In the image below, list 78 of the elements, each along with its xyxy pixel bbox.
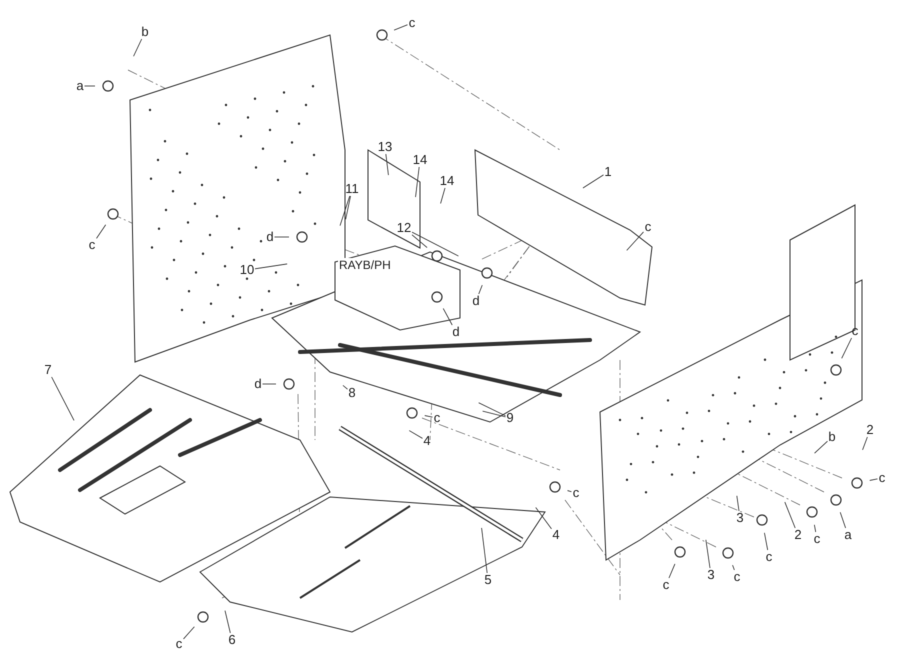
callout-number: c: [812, 532, 822, 546]
leader-line: [342, 384, 348, 390]
callout-number: 5: [484, 573, 492, 587]
leader-line: [408, 430, 423, 439]
callout-number: 9: [506, 411, 514, 425]
leader-line: [567, 490, 572, 492]
leader-line: [133, 38, 142, 57]
callout-number: 14: [439, 174, 455, 188]
leader-line: [412, 234, 428, 248]
callout-number: 1: [604, 165, 612, 179]
callout-number: c: [662, 578, 670, 592]
callout-number: c: [764, 550, 774, 564]
leader-line: [442, 308, 453, 326]
callout-number: a: [844, 528, 852, 542]
leader-line: [254, 264, 288, 270]
callout-number: d: [254, 377, 262, 391]
callout-number: c: [432, 411, 442, 425]
callout-number: c: [572, 486, 580, 500]
callout-number: a: [76, 79, 84, 93]
leader-line: [340, 196, 350, 226]
callout-number: d: [452, 325, 460, 339]
callout-number: 10: [239, 263, 255, 277]
connector-label: RAYB/PH: [338, 258, 392, 272]
callout-number: d: [472, 294, 480, 308]
leader-line: [482, 410, 506, 418]
callout-number: 11: [344, 182, 360, 196]
leader-line: [478, 284, 483, 294]
leader-line: [481, 528, 488, 574]
leader-line: [394, 24, 408, 31]
callout-number: c: [878, 471, 886, 485]
callout-number: 3: [736, 511, 744, 525]
leader-line: [440, 188, 446, 204]
callout-number: d: [266, 230, 274, 244]
callout-number: c: [408, 16, 416, 30]
callout-number: 13: [377, 140, 393, 154]
callout-number: c: [88, 238, 96, 252]
callout-number: 8: [348, 386, 356, 400]
leader-line: [412, 232, 459, 256]
leader-line: [736, 495, 740, 512]
leader-line: [478, 402, 506, 416]
leader-line: [345, 196, 351, 220]
leader-line: [814, 440, 828, 454]
leader-line: [535, 507, 552, 530]
callout-number: b: [828, 430, 836, 444]
leader-line: [424, 415, 433, 418]
callout-number: 2: [866, 423, 874, 437]
leader-line: [814, 524, 816, 532]
callout-number: c: [174, 637, 184, 651]
leader-line: [862, 436, 868, 450]
leader-line: [51, 376, 74, 421]
leader-line: [385, 154, 389, 176]
leader-line: [626, 232, 644, 251]
callout-number: 4: [552, 528, 560, 542]
leader-line: [274, 236, 290, 238]
callout-number: c: [732, 570, 742, 584]
leader-line: [582, 174, 604, 188]
leader-line: [840, 512, 846, 528]
leader-line: [841, 338, 852, 359]
callout-number: c: [644, 220, 652, 234]
leader-line: [732, 564, 735, 570]
callout-number: c: [850, 324, 860, 338]
leader-line: [415, 166, 420, 198]
callout-number: 4: [422, 434, 432, 448]
callout-number: 12: [396, 221, 412, 235]
callout-number: 14: [412, 153, 428, 167]
leader-line: [705, 539, 710, 568]
leader-line: [784, 502, 796, 528]
leader-line: [96, 224, 106, 239]
callout-number: b: [140, 25, 150, 39]
callout-number: 6: [228, 633, 236, 647]
leader-line: [183, 626, 195, 640]
leader-line: [764, 532, 768, 550]
callout-number: 2: [794, 528, 802, 542]
callout-number: 7: [44, 363, 52, 377]
leader-line: [668, 564, 676, 578]
leader-line: [869, 478, 878, 481]
callout-number: 3: [706, 568, 716, 582]
leader-line: [224, 610, 231, 634]
